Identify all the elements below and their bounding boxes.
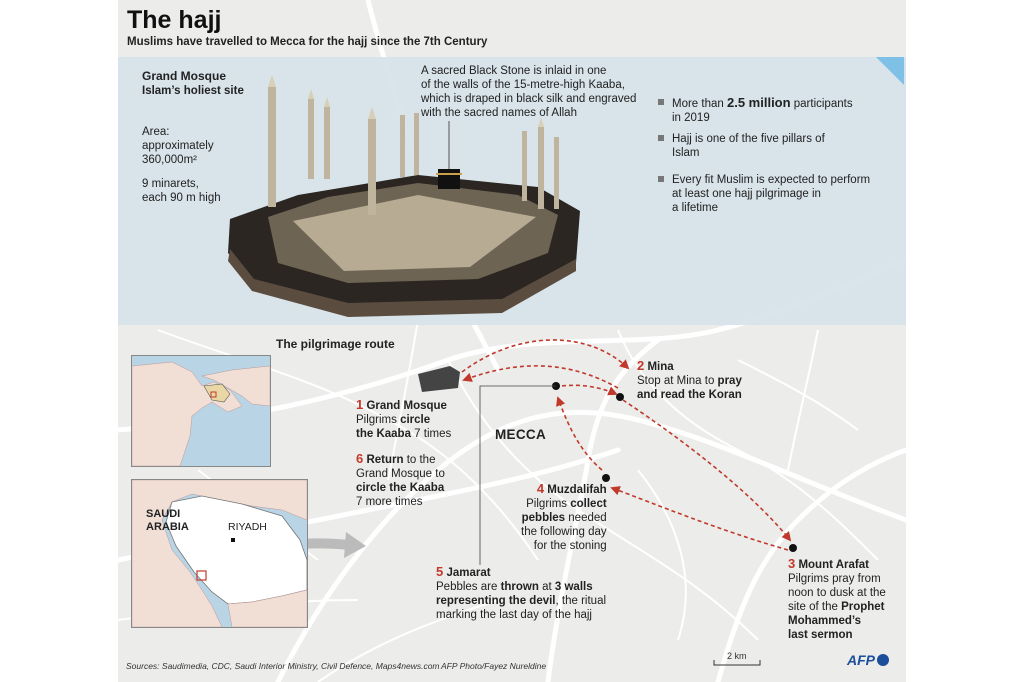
step-2-label: 2 Mina Stop at Mina to pray and read the… [637,358,742,402]
bullet-marker [658,99,664,105]
saudi-map-shapes [132,480,307,627]
mosque-info-panel: Grand Mosque Islam’s holiest site Area: … [118,57,906,325]
grand-mosque-footprint [418,366,460,392]
step-3-label: 3 Mount Arafat Pilgrims pray from noon t… [788,556,886,642]
jamarat-leader-line [479,385,556,565]
bullet-marker [658,176,664,182]
step-5-label: 5 Jamarat Pebbles are thrown at 3 walls … [436,564,607,622]
mosque-name: Grand Mosque [142,69,227,83]
scale-bar [713,660,761,666]
route-arrow-arafat-to-muzdalifah [610,486,789,551]
fact-participants: More than 2.5 million participants in 20… [658,96,892,125]
grand-mosque-photo [228,75,580,317]
inset-saudi-map: SAUDI ARABIA RIYADH [131,479,308,628]
route-arrow-jamarat-to-mina [561,384,618,396]
capital-label: RIYADH [228,521,267,533]
panel-corner-accent [876,57,904,85]
step-6-label: 6 Return to the Grand Mosque to circle t… [356,451,445,509]
photo-credit: AFP Photo/Fayez Nureldine [441,661,547,671]
sources-note: Sources: Saudimedia, CDC, Saudi Interior… [126,661,440,671]
world-map-shapes [132,361,270,466]
route-title: The pilgrimage route [276,337,395,351]
riyadh-marker [231,538,235,542]
mecca-area-highlight [196,570,207,581]
page-title: The hajj [127,6,222,34]
kaaba-note: A sacred Black Stone is inlaid in one of… [421,65,637,119]
step-1-label: 1 Grand Mosque Pilgrims circle the Kaaba… [356,397,452,441]
infographic-card: The hajj Muslims have travelled to Mecca… [118,0,906,682]
route-arrow-mosque-to-mina [461,339,630,373]
route-arrow-muzdalifah-to-jamarat [556,396,603,471]
inset-world-map [131,355,271,467]
mosque-area: Area: approximately 360,000m² [142,126,214,166]
zoom-arrowhead [344,532,366,558]
route-arrow-mina-to-mosque [462,365,619,389]
scale-label: 2 km [727,651,747,661]
route-arrow-mina-to-arafat [622,399,792,542]
muzdalifah-point [602,474,610,482]
afp-logo: AFP [847,652,889,668]
country-label: SAUDI ARABIA [146,508,189,533]
mina-point [616,393,624,401]
arafat-point [789,544,797,552]
fact-obligation: Every fit Muslim is expected to perform … [658,173,892,215]
fact-pillars: Hajj is one of the five pillars of Islam [658,132,892,160]
mosque-tagline: Islam’s holiest site [142,85,244,97]
mosque-minarets: 9 minarets, each 90 m high [142,178,221,204]
bullet-marker [658,135,664,141]
page-subtitle: Muslims have travelled to Mecca for the … [127,36,488,48]
city-label: MECCA [495,427,546,442]
afp-logo-dot-icon [877,654,889,666]
step-4-label: 4 Muzdalifah Pilgrims collect pebbles ne… [521,481,607,553]
